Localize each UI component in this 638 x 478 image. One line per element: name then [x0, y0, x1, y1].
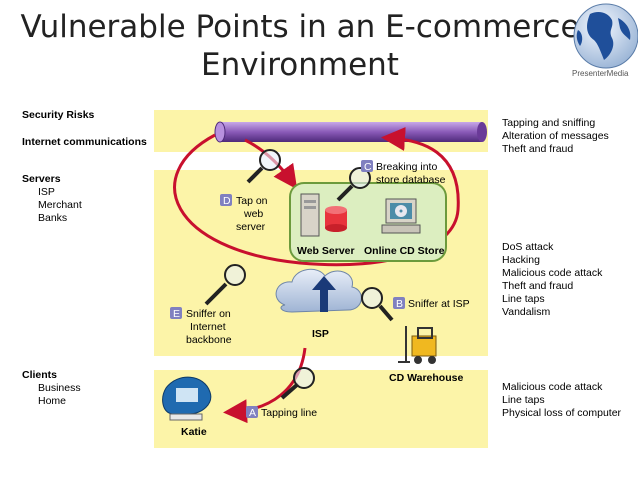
risk-servers-1: DoS attack — [502, 241, 554, 253]
magnifier-icon — [246, 149, 281, 184]
magnifier-icon — [280, 367, 315, 400]
point-b-line1: Sniffer at ISP — [408, 298, 470, 310]
red-loop-arrow — [173, 127, 460, 267]
risk-servers-5: Line taps — [502, 293, 545, 305]
point-d-line3: server — [236, 221, 266, 233]
clients-panel — [154, 370, 488, 448]
point-c-letter: C — [364, 161, 372, 173]
label-servers-isp: ISP — [38, 186, 55, 198]
cd-computer-icon — [381, 198, 421, 234]
point-b: B Sniffer at ISP — [393, 297, 470, 310]
risk-clients-3: Physical loss of computer — [502, 407, 622, 419]
risk-internet-2: Alteration of messages — [502, 130, 609, 142]
point-c-line1: Breaking into — [376, 161, 437, 173]
point-a-line1: Tapping line — [261, 407, 317, 419]
point-e-letter: E — [173, 308, 180, 320]
database-icon — [325, 206, 347, 232]
risk-clients-2: Line taps — [502, 394, 545, 406]
label-security-risks: Security Risks — [22, 109, 95, 121]
point-d-letter: D — [223, 195, 231, 207]
point-e-line3: backbone — [186, 334, 232, 346]
katie-label: Katie — [181, 426, 207, 438]
web-server-label: Web Server — [297, 245, 355, 257]
label-internet-communications: Internet communications — [22, 136, 147, 148]
point-a-letter: A — [249, 407, 256, 419]
point-d-line1: Tap on — [236, 195, 268, 207]
store-box: Web Server Online CD Store — [289, 182, 447, 262]
risk-internet-1: Tapping and sniffing — [502, 117, 596, 129]
point-e: E Sniffer on Internet backbone — [170, 307, 232, 346]
risk-clients-1: Malicious code attack — [502, 381, 603, 393]
point-a: A Tapping line — [246, 406, 317, 419]
risk-servers-4: Theft and fraud — [502, 280, 574, 292]
online-cd-store-label: Online CD Store — [364, 245, 445, 257]
point-e-line1: Sniffer on — [186, 308, 231, 320]
risk-servers-6: Vandalism — [502, 306, 551, 318]
label-clients-business: Business — [38, 382, 81, 394]
point-c: C Breaking into store database — [361, 160, 446, 186]
web-server-icon — [300, 193, 320, 237]
label-servers-banks: Banks — [38, 212, 68, 224]
risk-servers-2: Hacking — [502, 254, 540, 266]
isp-cloud-icon — [275, 268, 362, 313]
cd-warehouse-label: CD Warehouse — [389, 372, 463, 384]
risk-internet-3: Theft and fraud — [502, 143, 574, 155]
internet-pipe — [214, 121, 487, 143]
label-servers-merchant: Merchant — [38, 199, 82, 211]
katie-computer-icon — [162, 376, 212, 421]
point-e-line2: Internet — [190, 321, 226, 333]
label-servers: Servers — [22, 173, 61, 185]
magnifier-icon — [361, 287, 394, 322]
point-d-line2: web — [243, 208, 263, 220]
point-c-line2: store database — [376, 174, 446, 186]
magnifier-icon — [204, 264, 246, 306]
logo-text: PresenterMedia — [572, 69, 629, 78]
point-d: D Tap on web server — [220, 194, 268, 233]
forklift-icon — [398, 326, 437, 364]
red-arrow-to-katie — [223, 347, 307, 424]
point-b-letter: B — [396, 298, 403, 310]
magnifier-icon — [336, 167, 371, 202]
slide-title: Vulnerable Points in an E-commerce Envir… — [20, 9, 580, 83]
label-clients-home: Home — [38, 395, 67, 407]
label-clients: Clients — [22, 369, 58, 381]
globe-logo: PresenterMedia — [572, 3, 638, 78]
risk-servers-3: Malicious code attack — [502, 267, 603, 279]
isp-label: ISP — [312, 328, 329, 340]
